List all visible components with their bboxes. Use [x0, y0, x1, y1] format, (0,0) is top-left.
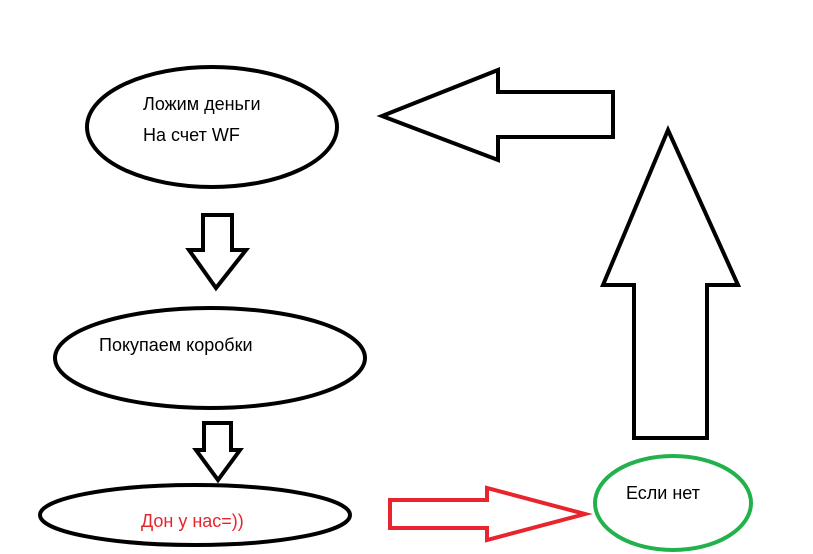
arrow-down-1 [185, 213, 251, 292]
node-deposit-line1: Ложим деньги [143, 94, 261, 114]
arrow-down-2 [192, 421, 244, 484]
arrow-left [376, 67, 615, 163]
arrow-up [599, 124, 742, 440]
node-don-ellipse [38, 483, 352, 547]
node-buy-ellipse [53, 306, 367, 410]
arrow-right-red [388, 485, 593, 543]
node-deposit-line2: На счет WF [143, 125, 240, 145]
node-don-label: Дон у нас=)) [141, 511, 244, 531]
node-else-label: Если нет [626, 483, 700, 503]
node-else-ellipse [593, 454, 753, 552]
node-deposit-ellipse [85, 65, 339, 189]
node-buy-label: Покупаем коробки [99, 335, 253, 355]
